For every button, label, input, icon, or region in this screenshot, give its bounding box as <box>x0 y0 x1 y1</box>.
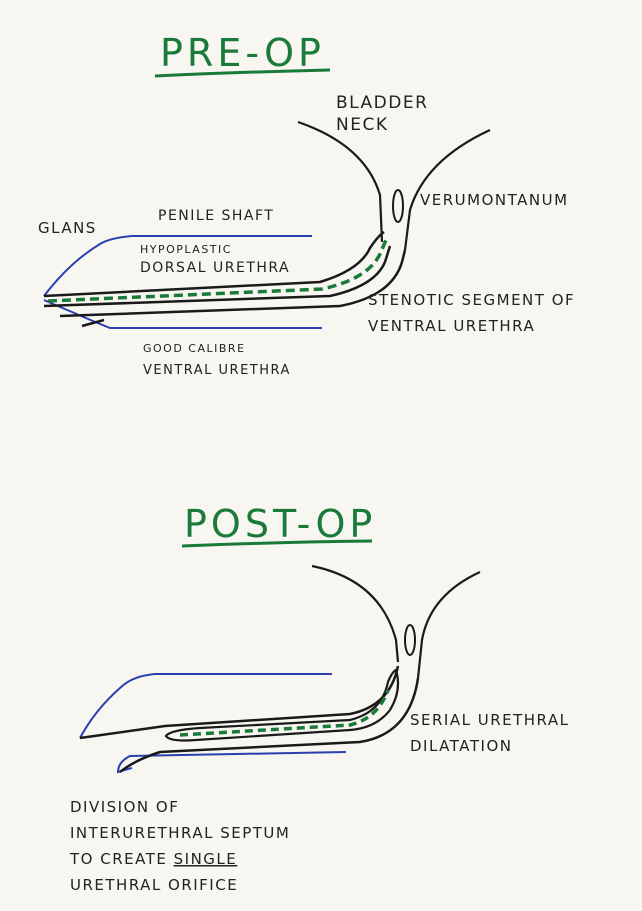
hypoplastic-label-line1: HYPOPLASTIC <box>140 243 232 256</box>
division-label-line4: URETHRAL ORIFICE <box>70 876 238 894</box>
division-label-line2: INTERURETHRAL SEPTUM <box>70 824 290 842</box>
division-label-line3: TO CREATE SINGLE <box>69 850 237 868</box>
stenotic-label-line1: STENOTIC SEGMENT OF <box>368 291 575 309</box>
verumontanum-label: VERUMONTANUM <box>420 191 569 209</box>
stenotic-label-line2: VENTRAL URETHRA <box>368 317 535 335</box>
good-calibre-label-line1: GOOD CALIBRE <box>143 342 246 355</box>
penile-shaft-label: PENILE SHAFT <box>158 208 274 224</box>
good-calibre-label-line2: VENTRAL URETHRA <box>143 363 291 378</box>
division-label-line3-underlined: SINGLE <box>174 850 238 868</box>
bladder-neck-label-line1: BLADDER <box>336 93 428 113</box>
division-label-line1: DIVISION OF <box>70 798 179 816</box>
post-op-title: POST-OP <box>184 502 376 546</box>
hypoplastic-label-line2: DORSAL URETHRA <box>140 260 290 276</box>
glans-label: GLANS <box>38 219 97 237</box>
division-label-line3-prefix: TO CREATE <box>69 850 174 868</box>
serial-dilatation-label-line2: DILATATION <box>410 737 512 755</box>
bladder-neck-label-line2: NECK <box>336 115 388 135</box>
serial-dilatation-label-line1: SERIAL URETHRAL <box>410 711 570 729</box>
pre-op-title: PRE-OP <box>160 31 325 75</box>
